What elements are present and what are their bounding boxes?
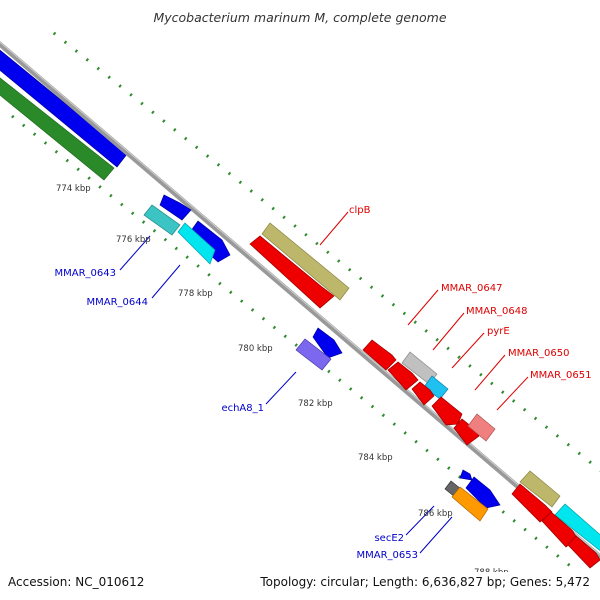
cds-forward-sece2 bbox=[459, 469, 473, 481]
tick-label-782: 782 kbp bbox=[298, 399, 333, 409]
leader-sece2 bbox=[405, 505, 435, 536]
cds-lower-cyan bbox=[554, 503, 600, 551]
cds-0651-pink bbox=[467, 413, 496, 442]
gene-label-pyre: pyrE bbox=[487, 326, 510, 337]
gene-label-echa8: echA8_1 bbox=[221, 403, 264, 414]
gene-label-mmar0648: MMAR_0648 bbox=[466, 306, 528, 317]
cds-lower-khaki bbox=[519, 470, 561, 508]
cds-lower-red-1 bbox=[511, 483, 553, 523]
cds-pyre-sky bbox=[423, 375, 449, 400]
cds-cyan-2 bbox=[177, 222, 216, 265]
cds-teal-1 bbox=[143, 204, 181, 236]
cds-forward-2 bbox=[187, 220, 231, 263]
gene-label-mmar0651: MMAR_0651 bbox=[530, 370, 592, 381]
genome-summary: Topology: circular; Length: 6,636,827 bp… bbox=[260, 575, 590, 589]
leader-mmar0651 bbox=[496, 376, 529, 411]
tick-label-778: 778 kbp bbox=[178, 289, 213, 299]
leader-pyre bbox=[451, 332, 485, 369]
cds-0648-silver bbox=[401, 351, 438, 385]
gene-label-clpb: clpB bbox=[349, 205, 371, 216]
tick-label-776: 776 kbp bbox=[116, 235, 151, 245]
cds-echa8-slate bbox=[295, 338, 332, 371]
cds-lower-red-2 bbox=[541, 511, 578, 548]
genome-backbone-highlight bbox=[0, 41, 600, 556]
cds-reverse-pyre bbox=[411, 381, 435, 406]
gene-label-mmar0643: MMAR_0643 bbox=[55, 268, 117, 279]
cds-clpb-red bbox=[249, 235, 335, 309]
gene-label-mmar0647: MMAR_0647 bbox=[441, 283, 503, 294]
map-title: Mycobacterium marinum M, complete genome bbox=[153, 10, 447, 25]
cds-clpb-khaki bbox=[261, 222, 350, 301]
cds-reverse-0650 bbox=[431, 396, 463, 426]
leader-mmar0653 bbox=[419, 516, 453, 554]
leader-mmar0647 bbox=[407, 289, 439, 326]
tick-label-780: 780 kbp bbox=[238, 344, 273, 354]
gene-label-sece2: secE2 bbox=[374, 533, 404, 544]
cds-lower-red-3 bbox=[567, 535, 600, 569]
accession-label: Accession: NC_010612 bbox=[8, 575, 145, 589]
tick-label-788: 788 kbp bbox=[474, 568, 509, 578]
cds-0653-orange bbox=[451, 486, 489, 522]
leader-mmar0643 bbox=[119, 235, 151, 271]
genome-backbone bbox=[0, 40, 600, 561]
gene-label-mmar0644: MMAR_0644 bbox=[87, 297, 149, 308]
leader-clpb bbox=[319, 211, 349, 246]
gene-label-mmar0650: MMAR_0650 bbox=[508, 348, 570, 359]
cds-reverse-0648 bbox=[387, 361, 419, 391]
leader-mmar0648 bbox=[432, 312, 465, 351]
cds-reverse-0647 bbox=[362, 339, 397, 371]
leader-mmar0650 bbox=[474, 354, 506, 391]
feature-green-track bbox=[0, 77, 115, 181]
cds-forward-1 bbox=[159, 194, 192, 221]
leader-mmar0644 bbox=[151, 264, 181, 299]
tick-label-784: 784 kbp bbox=[358, 453, 393, 463]
gene-label-mmar0653: MMAR_0653 bbox=[357, 550, 419, 561]
tick-label-786: 786 kbp bbox=[418, 509, 453, 519]
leader-echa8 bbox=[265, 371, 297, 405]
tick-label-774: 774 kbp bbox=[56, 184, 91, 194]
